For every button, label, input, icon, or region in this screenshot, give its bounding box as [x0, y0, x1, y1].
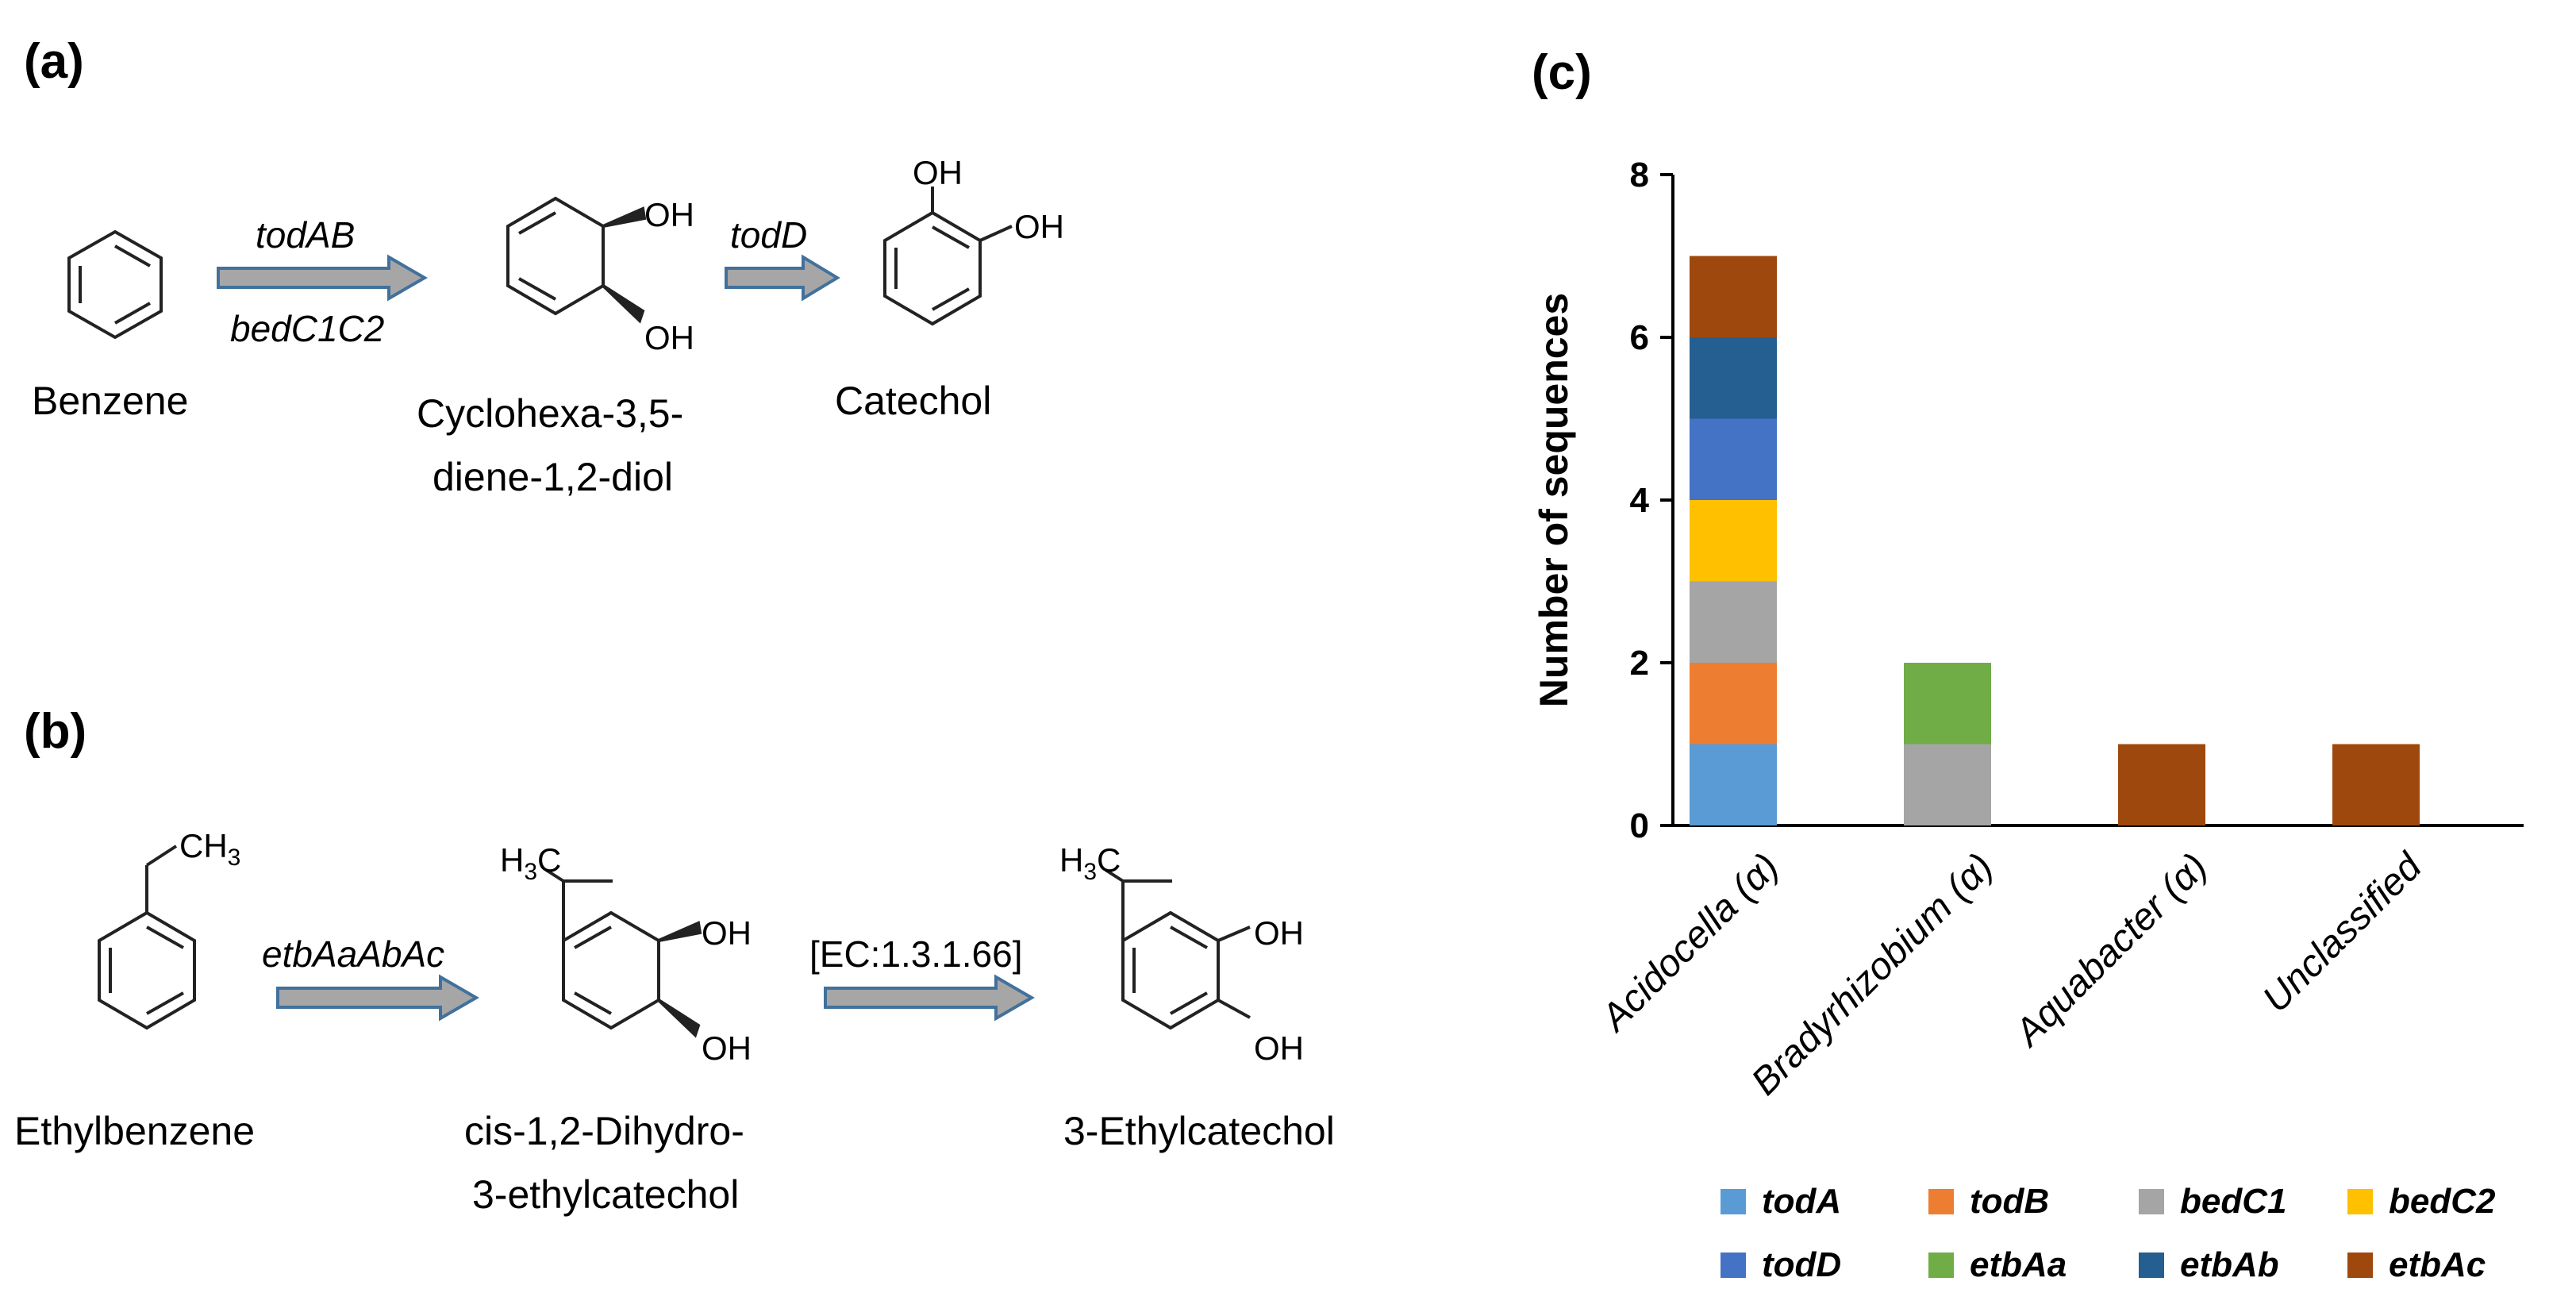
legend-swatch-etbAa	[1928, 1253, 1954, 1278]
legend-label-etbAa: etbAa	[1970, 1245, 2067, 1284]
ethylcatechol-structure	[1104, 868, 1251, 1030]
bar-segment-todD	[1690, 418, 1777, 500]
legend-label-todA: todA	[1762, 1182, 1841, 1221]
y-tick-label: 2	[1630, 644, 1649, 683]
legend-swatch-todD	[1721, 1253, 1746, 1278]
panel-a-label: (a)	[24, 34, 84, 89]
legend-label-todD: todD	[1762, 1245, 1841, 1284]
atom-oh: OH	[1014, 208, 1064, 245]
compound-cyclohexadienediol-line1: Cyclohexa-3,5-	[417, 391, 683, 436]
compound-cis-dihydro-line2: 3-ethylcatechol	[472, 1172, 739, 1217]
compound-ethylcatechol: 3-Ethylcatechol	[1063, 1109, 1335, 1153]
legend-swatch-bedC2	[2347, 1189, 2373, 1214]
compound-cis-dihydro-line1: cis-1,2-Dihydro-	[464, 1109, 744, 1153]
legend-swatch-todA	[1721, 1189, 1746, 1214]
reaction-arrow-3	[276, 974, 479, 1022]
reaction-arrow-1	[217, 254, 428, 302]
bar-segment-etbAc	[2332, 744, 2420, 825]
panel-b: (b) CH3 Ethylbenzene etbAaAbAc	[14, 704, 1335, 1217]
enzyme-todAB: todAB	[256, 214, 355, 256]
bar-segment-bedC1	[1690, 581, 1777, 663]
bar-segment-etbAc	[1690, 256, 1777, 337]
legend-swatch-bedC1	[2139, 1189, 2164, 1214]
compound-benzene: Benzene	[32, 379, 188, 423]
benzene-structure	[67, 229, 163, 340]
enzyme-bedC1C2: bedC1C2	[230, 308, 384, 349]
reaction-arrow-4	[824, 974, 1035, 1022]
atom-oh: OH	[913, 154, 963, 191]
legend-label-bedC2: bedC2	[2389, 1182, 2496, 1221]
x-category-label: Unclassified	[2255, 845, 2430, 1020]
enzyme-todD: todD	[730, 214, 807, 256]
compound-catechol: Catechol	[835, 379, 991, 423]
y-tick-label: 4	[1630, 481, 1650, 520]
bar-segment-etbAb	[1690, 337, 1777, 419]
compound-cyclohexadienediol-line2: diene-1,2-diol	[433, 455, 673, 499]
enzyme-etbAaAbAc: etbAaAbAc	[262, 933, 444, 975]
y-tick-label: 0	[1630, 806, 1649, 845]
panel-b-label: (b)	[24, 704, 87, 759]
legend-label-bedC1: bedC1	[2180, 1182, 2286, 1221]
atom-ch3: CH3	[179, 827, 240, 871]
bar-segment-todA	[1690, 744, 1777, 825]
legend-label-etbAc: etbAc	[2389, 1245, 2486, 1284]
legend-swatch-etbAc	[2347, 1253, 2373, 1278]
panel-a: (a) Benzene todAB bedC1C2 OH OH Cyclohex…	[24, 34, 1064, 499]
atom-oh: OH	[1254, 914, 1304, 952]
bar-segment-etbAc	[2118, 744, 2205, 825]
legend-swatch-todB	[1928, 1189, 1954, 1214]
y-tick-label: 8	[1630, 156, 1649, 194]
reaction-arrow-2	[725, 254, 840, 302]
y-tick-label: 6	[1630, 318, 1649, 357]
bar-segment-bedC1	[1904, 744, 1991, 825]
enzyme-ec-number: [EC:1.3.1.66]	[809, 933, 1023, 975]
legend-swatch-etbAb	[2139, 1253, 2164, 1278]
atom-oh: OH	[702, 1029, 752, 1067]
legend-label-todB: todB	[1970, 1182, 2049, 1221]
legend-label-etbAb: etbAb	[2180, 1245, 2279, 1284]
ethylbenzene-structure	[98, 845, 196, 1030]
cis-dihydrodiol-structure	[544, 868, 702, 1038]
x-category-label: Aquabacter (α)	[2005, 845, 2216, 1056]
atom-h3c: H3C	[1059, 841, 1121, 885]
atom-oh: OH	[644, 196, 694, 233]
x-category-label: Acidocella (α)	[1592, 845, 1787, 1041]
atom-h3c: H3C	[500, 841, 561, 885]
compound-ethylbenzene: Ethylbenzene	[14, 1109, 255, 1153]
atom-oh: OH	[1254, 1029, 1304, 1067]
atom-oh: OH	[644, 319, 694, 356]
cyclohexadienediol-structure	[506, 196, 647, 324]
bar-segment-etbAa	[1904, 663, 1991, 745]
x-category-label: Bradyrhizobium (α)	[1744, 845, 2001, 1103]
bar-segment-todB	[1690, 663, 1777, 745]
atom-oh: OH	[702, 914, 752, 952]
panel-c-label: (c)	[1532, 45, 1592, 100]
y-axis-label: Number of sequences	[1532, 293, 1576, 707]
bar-segment-bedC2	[1690, 500, 1777, 582]
catechol-structure	[883, 187, 1013, 326]
